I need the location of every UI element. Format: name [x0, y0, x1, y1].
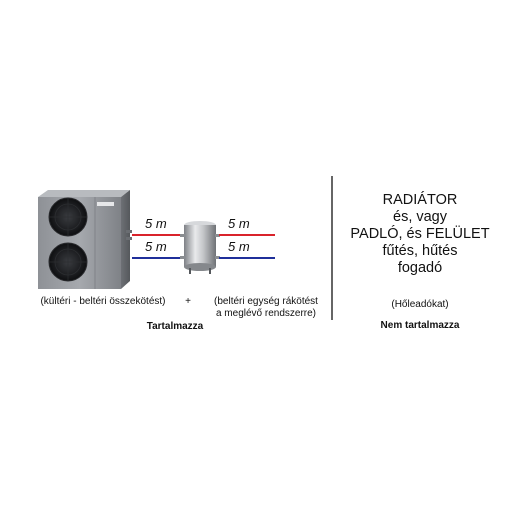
- description-line: fűtés, hűtés: [382, 243, 458, 259]
- description-line: PADLÓ, és FELÜLET: [350, 226, 490, 242]
- caption-indoor-connection-line1: (beltéri egység rákötést: [214, 296, 318, 307]
- not-included-label: Nem tartalmazza: [380, 320, 460, 331]
- description-line: fogadó: [397, 260, 443, 276]
- heat-emitter-subtitle: (Hőleadókat): [391, 299, 449, 310]
- pipe-length-outdoor-hot: 5 m: [145, 216, 167, 231]
- pipe-length-indoor-hot: 5 m: [228, 216, 250, 231]
- description-line: RADIÁTOR: [382, 192, 458, 208]
- pipe-length-indoor-cold: 5 m: [228, 239, 250, 254]
- caption-outdoor-connection: (kültéri - beltéri összekötést): [40, 296, 166, 307]
- heat-emitter-description: RADIÁTOR és, vagy PADLÓ, és FELÜLET fűté…: [335, 192, 505, 277]
- pipe-length-outdoor-cold: 5 m: [145, 239, 167, 254]
- outdoor-heat-pump-unit: [38, 190, 132, 289]
- fan-icon: [48, 242, 88, 282]
- brand-badge: [97, 202, 114, 206]
- buffer-tank: [180, 221, 220, 274]
- description-line: és, vagy: [393, 209, 447, 225]
- fan-icon: [48, 197, 88, 237]
- plus-sign: +: [185, 296, 191, 307]
- included-label: Tartalmazza: [146, 321, 204, 332]
- caption-indoor-connection-line2: a meglévő rendszerre): [215, 308, 317, 319]
